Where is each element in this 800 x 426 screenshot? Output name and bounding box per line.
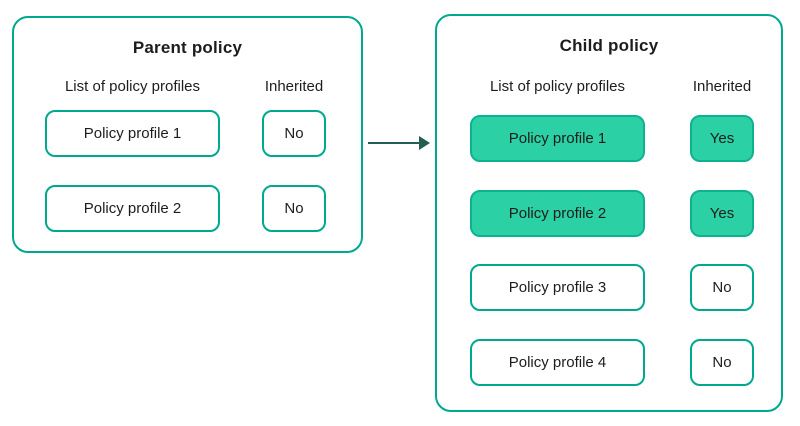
- parent-policy-row-1: Policy profile 1 No: [14, 110, 361, 157]
- inherited-value-chip: Yes: [690, 190, 754, 237]
- child-policy-title: Child policy: [559, 36, 659, 55]
- inherited-value-chip: No: [690, 264, 754, 311]
- arrow-head: [419, 136, 430, 150]
- parent-profiles-column-header: List of policy profiles: [64, 77, 201, 95]
- policy-profile-chip: Policy profile 2: [470, 190, 645, 237]
- parent-policy-title: Parent policy: [132, 38, 243, 57]
- inherited-value-chip: No: [262, 110, 326, 157]
- inherited-value-chip: No: [262, 185, 326, 232]
- policy-profile-chip: Policy profile 2: [45, 185, 220, 232]
- arrow-right-icon: [368, 136, 430, 150]
- parent-policy-box: Parent policy List of policy profiles In…: [12, 16, 363, 253]
- child-policy-row-3: Policy profile 3 No: [437, 264, 781, 311]
- child-policy-row-4: Policy profile 4 No: [437, 339, 781, 386]
- child-inherited-column-header: Inherited: [692, 77, 752, 95]
- child-policy-box: Child policy List of policy profiles Inh…: [435, 14, 783, 412]
- parent-policy-row-2: Policy profile 2 No: [14, 185, 361, 232]
- policy-profile-chip: Policy profile 4: [470, 339, 645, 386]
- inherited-value-chip: No: [690, 339, 754, 386]
- policy-profile-chip: Policy profile 3: [470, 264, 645, 311]
- policy-profile-chip: Policy profile 1: [470, 115, 645, 162]
- child-policy-row-1: Policy profile 1 Yes: [437, 115, 781, 162]
- policy-profile-chip: Policy profile 1: [45, 110, 220, 157]
- inherited-value-chip: Yes: [690, 115, 754, 162]
- child-profiles-column-header: List of policy profiles: [489, 77, 626, 95]
- arrow-line: [368, 142, 421, 144]
- parent-inherited-column-header: Inherited: [264, 77, 324, 95]
- child-policy-row-2: Policy profile 2 Yes: [437, 190, 781, 237]
